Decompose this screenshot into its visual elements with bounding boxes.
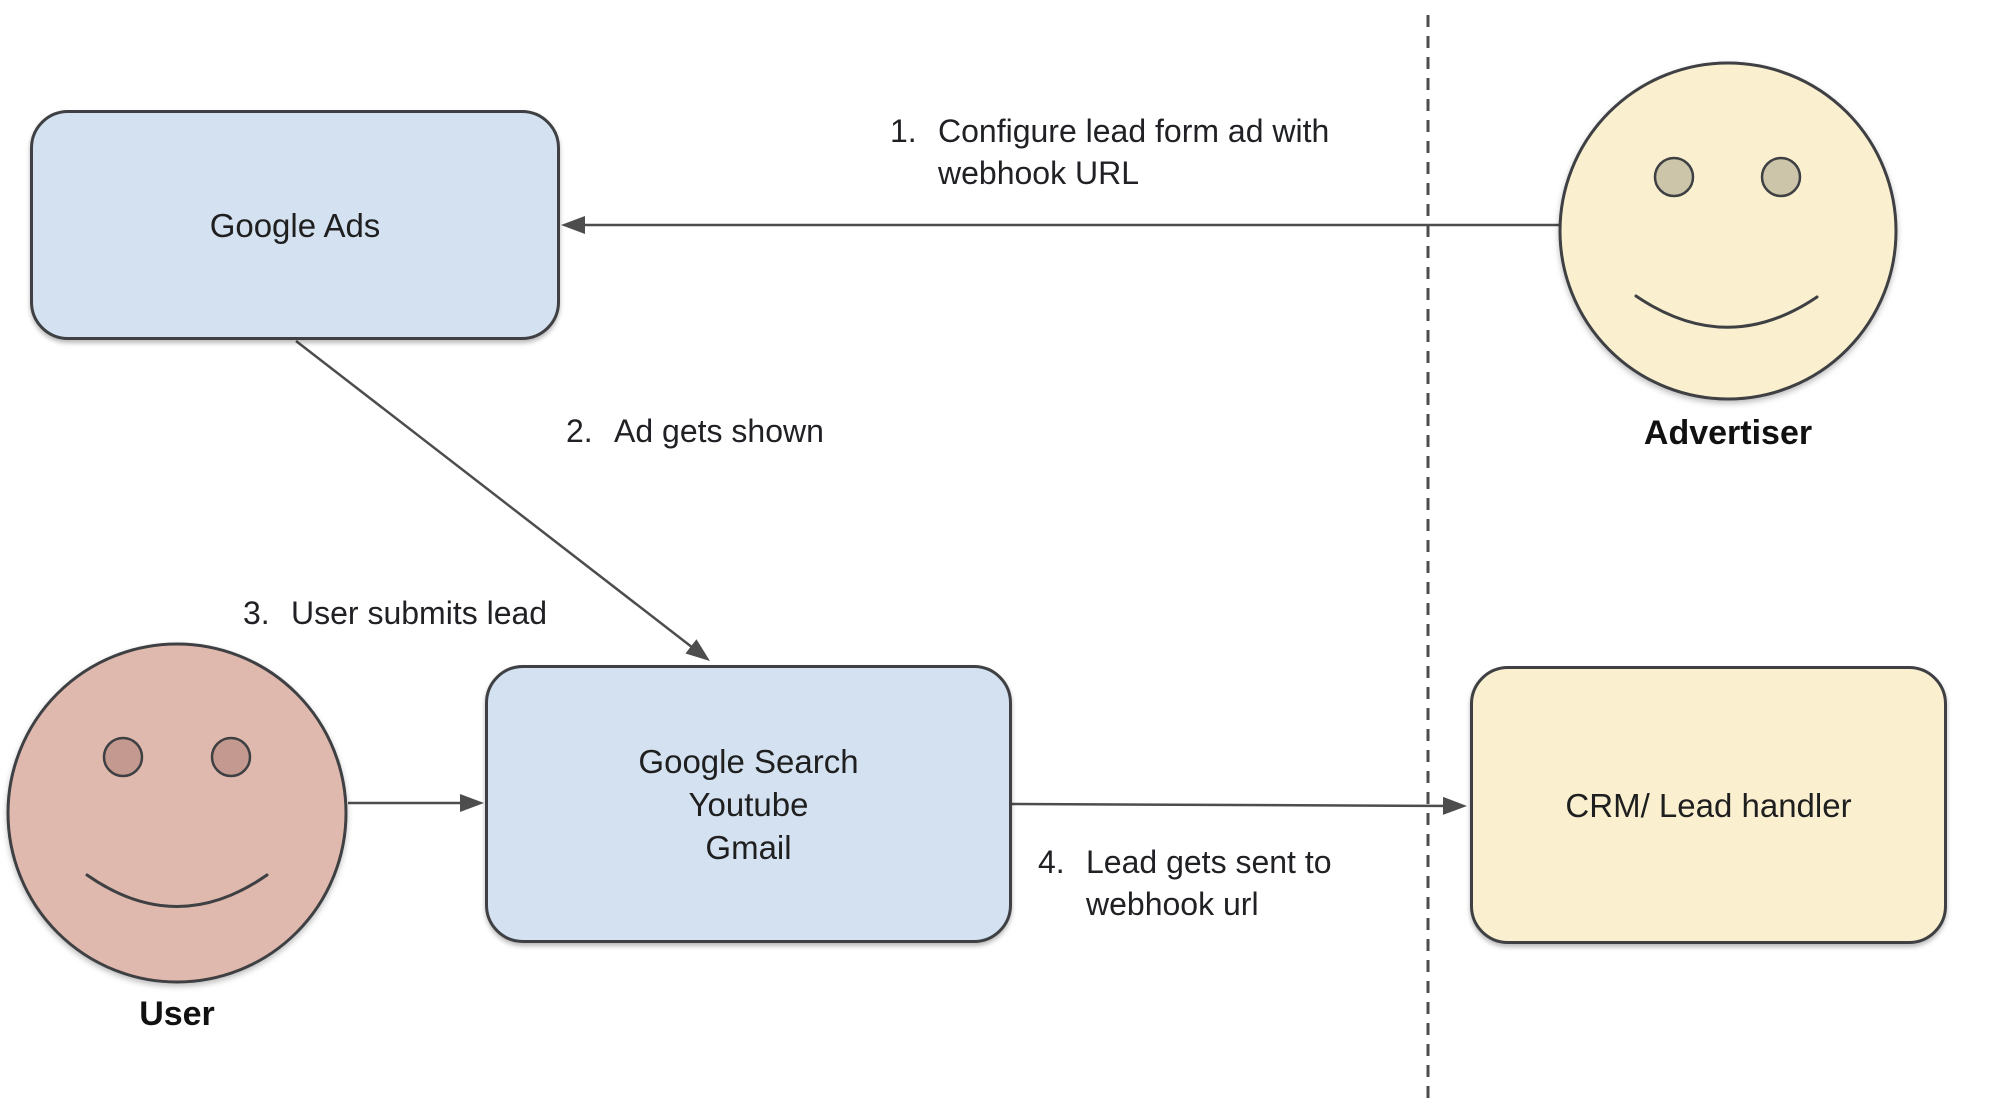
- node-google-properties-line: Youtube: [688, 785, 809, 823]
- advertiser-label: Advertiser: [1643, 414, 1813, 452]
- arrow-google-ads-to-properties: [295, 340, 710, 662]
- step-4-text-line-2: webhook url: [1086, 886, 1259, 922]
- advertiser-avatar: [1558, 61, 1898, 401]
- user-smile-icon: [85, 873, 269, 908]
- step-1-text-line-2: webhook URL: [938, 155, 1139, 191]
- node-google-properties-line: Gmail: [705, 828, 792, 866]
- user-label: User: [139, 995, 215, 1033]
- step-2-text-line-1: Ad gets shown: [614, 413, 824, 449]
- user-face-icon: [6, 642, 348, 984]
- advertiser-left-eye-icon: [1653, 156, 1695, 198]
- node-crm-label: CRM/ Lead handler: [1565, 786, 1852, 824]
- user-avatar: [6, 642, 348, 984]
- step-1-text-line-1: Configure lead form ad with: [938, 113, 1330, 149]
- user-left-eye-icon: [102, 736, 144, 778]
- advertiser-smile-icon: [1634, 294, 1819, 329]
- step-label-4: 4. Lead gets sent to webhook url: [1038, 841, 1332, 925]
- step-4-number: 4.: [1038, 844, 1065, 880]
- step-label-1: 1. Configure lead form ad with webhook U…: [890, 110, 1329, 194]
- step-3-number: 3.: [243, 595, 270, 631]
- arrow-properties-to-crm: [1011, 796, 1467, 815]
- step-2-number: 2.: [566, 413, 593, 449]
- node-google-properties: Google Search Youtube Gmail: [485, 665, 1012, 943]
- step-label-3: 3. User submits lead: [243, 592, 547, 634]
- user-right-eye-icon: [210, 736, 252, 778]
- step-label-2: 2. Ad gets shown: [566, 410, 824, 452]
- step-3-text-line-1: User submits lead: [291, 595, 548, 631]
- advertiser-right-eye-icon: [1760, 156, 1802, 198]
- node-google-ads: Google Ads: [30, 110, 560, 340]
- node-crm-lead-handler: CRM/ Lead handler: [1470, 666, 1947, 944]
- advertiser-face-icon: [1558, 61, 1898, 401]
- node-google-properties-line: Google Search: [638, 742, 859, 780]
- node-google-ads-label: Google Ads: [209, 206, 381, 244]
- step-1-number: 1.: [890, 113, 917, 149]
- step-4-text-line-1: Lead gets sent to: [1086, 844, 1332, 880]
